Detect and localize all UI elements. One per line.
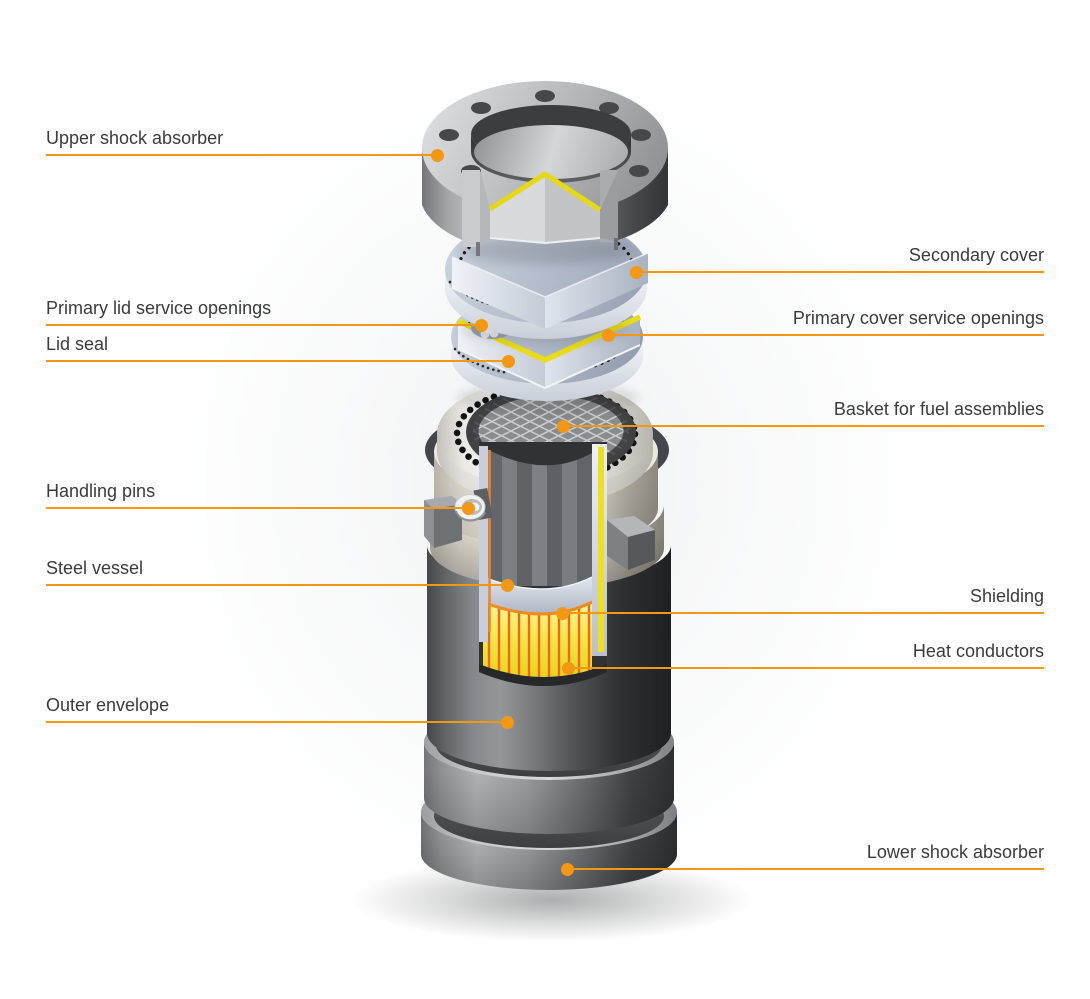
- secondary-cover-cut-face-right: [545, 253, 648, 329]
- cutaway-notch: [479, 442, 607, 686]
- leader-line: [46, 354, 515, 368]
- leader-line: [46, 501, 475, 515]
- label-outer-envelope: Outer envelope: [46, 695, 170, 715]
- callout-dot: [501, 715, 514, 729]
- leader-line: [46, 715, 514, 729]
- callout-dot: [501, 578, 514, 592]
- label-primary-lid-service-openings: Primary lid service openings: [46, 298, 272, 318]
- label-primary-cover-service-openings: Primary cover service openings: [792, 308, 1044, 328]
- label-lid-seal: Lid seal: [46, 334, 109, 354]
- callout-dot: [561, 862, 574, 876]
- absorber-seal-stripe: [488, 171, 602, 213]
- upper-absorber-shadow: [459, 236, 631, 264]
- callout-dot: [602, 328, 615, 342]
- label-steel-vessel: Steel vessel: [46, 558, 144, 578]
- absorber-wedge-cut: [462, 170, 618, 256]
- leader-line: [46, 578, 514, 592]
- callout-outer-envelope: Outer envelope: [46, 694, 514, 729]
- label-upper-shock-absorber: Upper shock absorber: [46, 128, 224, 148]
- cut-wall-seal-stripe: [598, 447, 604, 652]
- callout-shielding: Shielding: [556, 585, 1044, 620]
- callout-dot: [630, 265, 643, 279]
- callout-lid-seal: Lid seal: [46, 333, 515, 368]
- secondary-cover-cut-face-left: [452, 257, 545, 329]
- callout-secondary-cover: Secondary cover: [630, 244, 1044, 279]
- label-lower-shock-absorber: Lower shock absorber: [866, 842, 1044, 862]
- callout-dot: [431, 148, 444, 162]
- upper-shock-absorber-part: [422, 81, 668, 256]
- notch-bottom-lip: [479, 664, 607, 686]
- label-heat-conductors: Heat conductors: [912, 641, 1044, 661]
- leader-line: [46, 148, 444, 162]
- callout-primary-lid-service-openings: Primary lid service openings: [46, 297, 488, 332]
- right-shoulder-step: [607, 516, 655, 570]
- callout-dot: [556, 606, 569, 620]
- callout-dot: [475, 318, 488, 332]
- leader-line: [561, 862, 1044, 876]
- leader-line: [602, 328, 1044, 342]
- leader-line: [46, 318, 488, 332]
- callout-heat-conductors: Heat conductors: [562, 640, 1044, 675]
- label-shielding: Shielding: [969, 586, 1044, 606]
- leader-line: [562, 661, 1044, 675]
- label-secondary-cover: Secondary cover: [908, 245, 1044, 265]
- callout-dot: [502, 354, 515, 368]
- callout-steel-vessel: Steel vessel: [46, 557, 514, 592]
- leader-line: [630, 265, 1044, 279]
- callout-primary-cover-service-openings: Primary cover service openings: [602, 307, 1044, 342]
- callout-lower-shock-absorber: Lower shock absorber: [561, 841, 1044, 876]
- callout-handling-pins: Handling pins: [46, 480, 475, 515]
- callout-upper-shock-absorber: Upper shock absorber: [46, 127, 444, 162]
- callout-basket-for-fuel-assemblies: Basket for fuel assemblies: [557, 398, 1044, 433]
- callout-dot: [462, 501, 475, 515]
- leader-line: [557, 419, 1044, 433]
- label-basket-for-fuel-assemblies: Basket for fuel assemblies: [833, 399, 1044, 419]
- callout-dot: [557, 419, 570, 433]
- callout-dot: [562, 661, 575, 675]
- label-handling-pins: Handling pins: [46, 481, 156, 501]
- leader-line: [556, 606, 1044, 620]
- cut-wall-left: [479, 446, 488, 642]
- ground-shadow: [352, 858, 752, 942]
